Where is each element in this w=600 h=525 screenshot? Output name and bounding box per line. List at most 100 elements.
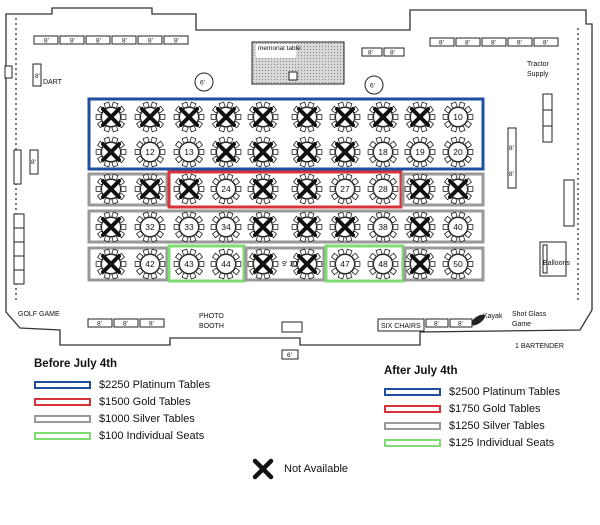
x-mark-icon (373, 107, 393, 127)
photo-booth-label: PHOTO (199, 313, 224, 320)
table-8ft-label: 8' (70, 38, 75, 45)
chair (467, 224, 474, 230)
round-table-38[interactable]: 38 (367, 211, 399, 243)
chair (174, 140, 183, 149)
not-available-key: Not Available (252, 458, 348, 480)
chair (299, 173, 307, 181)
chair (156, 140, 165, 149)
chair (442, 114, 449, 120)
chair (142, 101, 150, 109)
chair (299, 125, 307, 133)
chair (198, 261, 205, 267)
chair (272, 186, 279, 192)
round-table-unavailable (291, 101, 323, 133)
chair (354, 149, 361, 155)
round-table-43[interactable]: 43 (173, 248, 205, 280)
chair (174, 252, 183, 261)
chair (329, 186, 336, 192)
chair (420, 211, 428, 219)
chair (195, 155, 204, 164)
legend-label: $125 Individual Seats (449, 436, 555, 449)
chair (467, 114, 474, 120)
table-8ft-label: 8' (458, 321, 463, 328)
round-table-33[interactable]: 33 (173, 211, 205, 243)
kayak-label: Kayak (483, 313, 503, 320)
chair (426, 140, 435, 149)
chair (103, 235, 111, 243)
round-table-32[interactable]: 32 (134, 211, 166, 243)
round-table-44[interactable]: 44 (210, 248, 242, 280)
chair (226, 272, 234, 280)
chair (263, 125, 271, 133)
chair (150, 211, 158, 219)
chair (95, 186, 102, 192)
round-table-18[interactable]: 18 (367, 136, 399, 168)
chair (316, 224, 323, 230)
chair (345, 197, 353, 205)
chair (247, 186, 254, 192)
round-table-unavailable (291, 211, 323, 243)
chair (235, 186, 242, 192)
chair (135, 267, 144, 276)
chair (235, 114, 242, 120)
table-number: 10 (453, 112, 463, 122)
chair (173, 186, 180, 192)
round-table-50[interactable]: 50 (442, 248, 474, 280)
six-chairs-label: SIX CHAIRS (381, 323, 421, 330)
round-table-34[interactable]: 34 (210, 211, 242, 243)
chair (367, 186, 374, 192)
round-table-47[interactable]: 47 (329, 248, 361, 280)
x-mark-icon (216, 107, 236, 127)
chair (337, 211, 345, 219)
table-top (448, 217, 468, 237)
chair (442, 186, 449, 192)
x-mark-icon (101, 107, 121, 127)
table-top (179, 254, 199, 274)
chair (375, 211, 383, 219)
round-table-48[interactable]: 48 (367, 248, 399, 280)
tractor-supply-label: Tractor (527, 61, 550, 68)
chair (375, 173, 383, 181)
chair (150, 248, 158, 256)
six-ft-label: 6' (287, 352, 292, 359)
round-table-40[interactable]: 40 (442, 211, 474, 243)
chair (392, 114, 399, 120)
chair (263, 272, 271, 280)
chair (450, 235, 458, 243)
chair (443, 120, 452, 129)
chair (420, 136, 428, 144)
chair (450, 211, 458, 219)
chair (255, 197, 263, 205)
round-table-13[interactable]: 13 (173, 136, 205, 168)
round-table-28[interactable]: 28 (367, 173, 399, 205)
chair (354, 261, 361, 267)
chair (142, 272, 150, 280)
chair (329, 224, 336, 230)
chair (142, 235, 150, 243)
x-mark-icon (297, 179, 317, 199)
table-top (448, 254, 468, 274)
side-8ft-label: 8' (31, 159, 36, 166)
six-ft-label: 6' (370, 83, 375, 90)
chair (368, 177, 377, 186)
round-table-20[interactable]: 20 (442, 136, 474, 168)
chair (235, 261, 242, 267)
chair (458, 136, 466, 144)
round-table-27[interactable]: 27 (329, 173, 361, 205)
chair (368, 215, 377, 224)
chair (210, 224, 217, 230)
round-table-42[interactable]: 42 (134, 248, 166, 280)
chair (383, 248, 391, 256)
round-table-24[interactable]: 24 (210, 173, 242, 205)
chair (174, 155, 183, 164)
round-table-10[interactable]: 10 (442, 101, 474, 133)
gold-tables-outline (167, 170, 403, 209)
price-group-outlines (87, 97, 485, 283)
round-table-19[interactable]: 19 (404, 136, 436, 168)
kayak-icon (471, 314, 485, 326)
chair (429, 261, 436, 267)
chair (412, 197, 420, 205)
round-table-12[interactable]: 12 (134, 136, 166, 168)
chair (389, 140, 398, 149)
chair (368, 267, 377, 276)
